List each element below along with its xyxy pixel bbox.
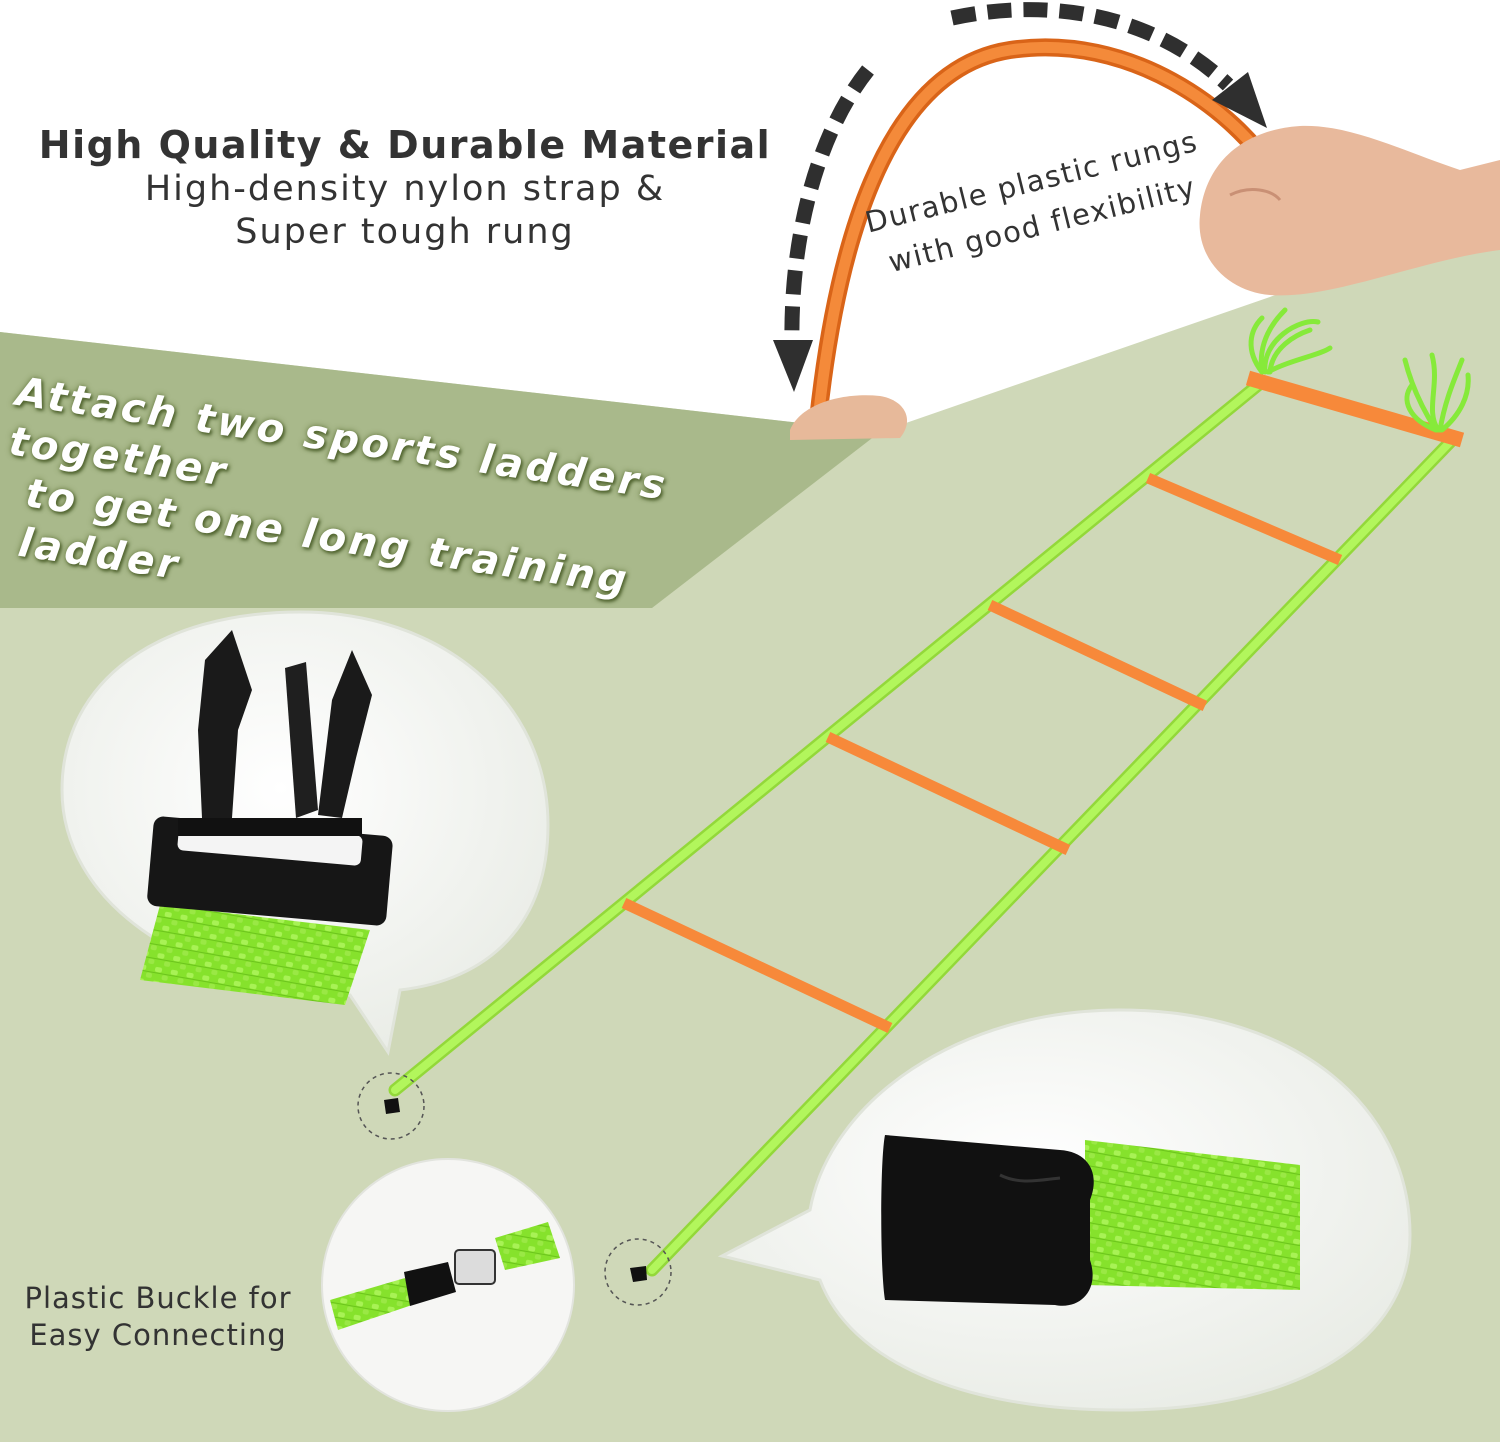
- flex-rung-photo: [790, 38, 1500, 440]
- strap-left: [391, 381, 1262, 1094]
- tassel: [1248, 307, 1333, 375]
- buckle-connected-photo: [321, 1158, 575, 1412]
- buckle-strap: [330, 1278, 412, 1330]
- hand-left: [790, 395, 908, 440]
- buckle-callout-line-1: Plastic Buckle for: [24, 1281, 292, 1315]
- ladder-rung: [987, 600, 1208, 711]
- bubble-male-buckle: [60, 610, 550, 1056]
- buckle-callout-line-2: Easy Connecting: [29, 1318, 287, 1353]
- bend-arrow-left-icon: [773, 65, 874, 392]
- buckle-marker-right: [604, 1238, 672, 1306]
- bubble-female-buckle: [717, 1008, 1412, 1412]
- buckle-male-icon: [140, 630, 393, 1005]
- dark-green-band: [0, 332, 880, 608]
- headline-line-2: Super tough rung: [235, 212, 575, 253]
- buckle-marker-left: [357, 1072, 425, 1140]
- headline-line-1: High-density nylon strap &: [144, 169, 666, 210]
- agility-ladder: [388, 307, 1471, 1277]
- headline-block: High Quality & Durable Material High-den…: [0, 122, 810, 254]
- buckle-strap: [1085, 1140, 1300, 1290]
- hand-right: [1199, 125, 1500, 296]
- headline-title: High Quality & Durable Material: [38, 123, 772, 167]
- bend-arrow-right-icon: [950, 2, 1267, 128]
- ladder-rung: [1145, 472, 1343, 566]
- strap-right: [648, 436, 1456, 1274]
- ladder-rung: [621, 898, 893, 1033]
- ladder-rung: [825, 732, 1071, 855]
- buckle-strap: [140, 905, 370, 1005]
- buckle-callout: Plastic Buckle for Easy Connecting: [12, 1280, 304, 1354]
- buckle-connected-icon: [404, 1262, 456, 1306]
- ladder-rung: [1245, 370, 1465, 448]
- buckle-strap: [495, 1222, 560, 1270]
- tassel: [1402, 352, 1471, 433]
- buckle-female-icon: [881, 1135, 1300, 1306]
